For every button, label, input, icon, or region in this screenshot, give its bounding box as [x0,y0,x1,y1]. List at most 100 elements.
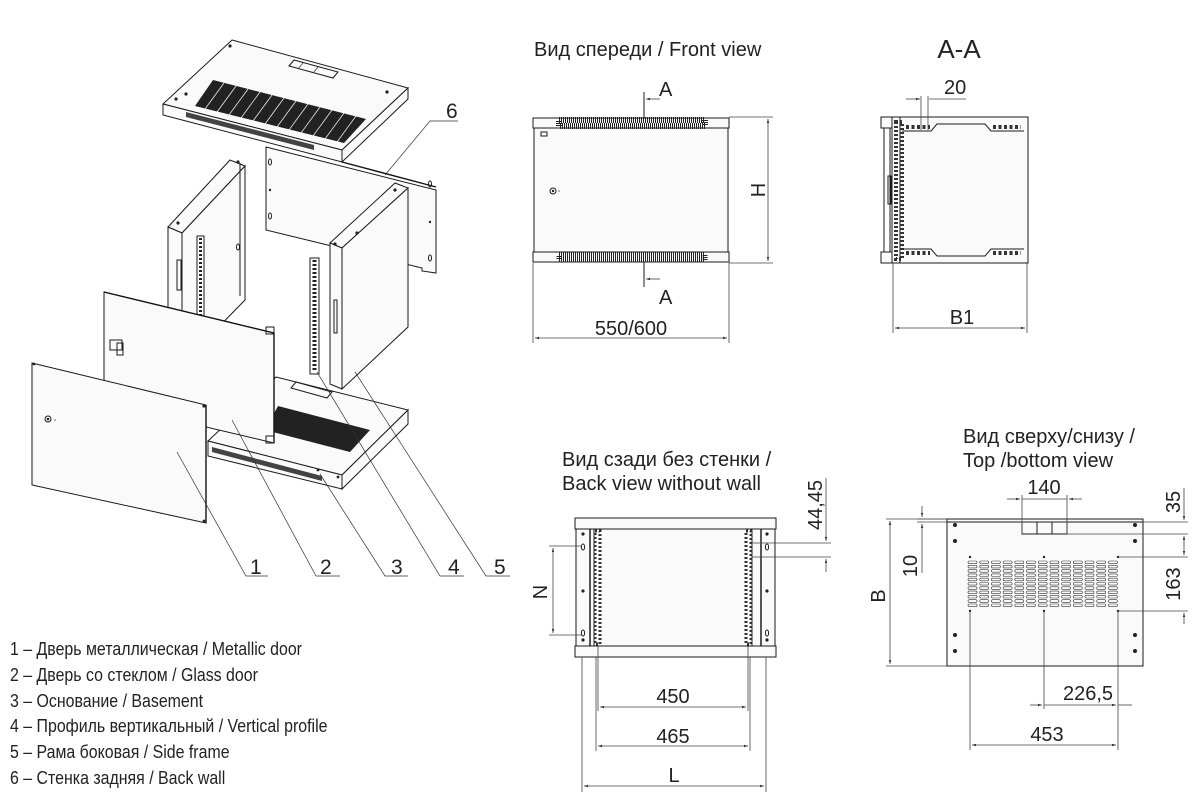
vent-slot [1084,560,1095,564]
left-side-frame [167,159,246,367]
vent-slot [1073,599,1083,603]
vent-slot [1037,577,1048,582]
vent-slot [1002,560,1013,564]
vent-slot [1096,599,1106,603]
vent-slot [1084,569,1095,573]
callout-3: 3 [391,556,403,579]
vent-slot [1073,560,1083,564]
vent-slot [967,582,978,586]
front-bottom-vent [556,252,708,263]
base-front-vent [212,447,322,481]
vent-slot [1096,573,1106,577]
section-depth-dim: B1 [950,307,974,329]
vent-slot [1084,586,1095,590]
vent-slot [979,603,990,607]
vent-slot [1014,573,1025,577]
vent-slot [1026,577,1036,582]
vent-slot [1026,590,1036,594]
section-offset-dim: 20 [944,77,966,99]
vent-slot [1108,599,1118,603]
vent-slot [967,560,978,564]
top-cover [161,39,409,164]
vent-slot [967,564,978,569]
top-bottom-view: Вид сверху/снизу / Top /bottom view 140 [868,426,1188,750]
vent-slot [1096,577,1106,582]
vent-slot [1037,586,1048,590]
vent-slot [979,599,990,603]
vent-slot [1096,582,1106,586]
vent-slot [1014,603,1025,607]
vent-slot [1049,560,1060,564]
exploded-view: 1 2 3 4 5 6 [31,39,510,579]
vent-slot [1061,595,1071,599]
base-cable-cutout [290,381,333,399]
top-vent-depth-dim: 163 [1163,567,1185,600]
vent-slot [967,577,978,582]
legend-item-6: 6 – Стенка задняя / Back wall [10,766,226,788]
vent-slot [1084,564,1095,569]
vent-slot [1002,569,1013,573]
vent-slot [1084,590,1095,594]
vent-slot [1073,573,1083,577]
vent-slot [991,603,1001,607]
vent-slot [1073,569,1083,573]
vent-slot [979,564,990,569]
vent-slot [1084,595,1095,599]
vent-slot [1002,582,1013,586]
vent-slot [1026,573,1036,577]
vent-slot [1073,586,1083,590]
vent-slot [1061,569,1071,573]
base-vent-grille [265,406,370,452]
back-view-title-line2: Back view without wall [562,473,761,495]
vent-slot [1049,577,1060,582]
vent-slot [1014,595,1025,599]
vent-slot [1073,590,1083,594]
callout-6: 6 [446,100,458,123]
vent-slot [1049,569,1060,573]
vent-slot [1108,586,1118,590]
vent-slot [1026,582,1036,586]
vent-slot [1108,603,1118,607]
vent-slot [1108,569,1118,573]
vent-slot [979,582,990,586]
vent-slot [1037,603,1048,607]
vent-slot [967,573,978,577]
vent-slot [979,595,990,599]
vent-slot [1108,590,1118,594]
vent-slot [1073,603,1083,607]
vent-slot [1026,564,1036,569]
top-depth-dim: B [868,589,890,602]
vent-slot [991,564,1001,569]
back-rail-outer-dim: 465 [656,726,689,748]
front-view-title: Вид спереди / Front view [534,39,762,61]
vent-slot [1049,595,1060,599]
vent-slot [1037,582,1048,586]
back-total-width-dim: L [668,765,679,787]
vent-slot [1049,586,1060,590]
vent-slot [991,590,1001,594]
vent-slot [1061,590,1071,594]
top-front-vent [186,112,314,150]
vent-slot [1096,564,1106,569]
vent-slot [1002,590,1013,594]
leader-lines [176,120,510,577]
back-view-title-line1: Вид сзади без стенки / [562,449,772,471]
back-rail-inner-dim: 450 [656,686,689,708]
vent-slot [1014,569,1025,573]
front-height-dim: H [748,183,770,197]
vent-slot [1084,577,1095,582]
vent-slot [967,590,978,594]
vent-slot [979,573,990,577]
right-side-frame [329,182,409,391]
vent-slot [979,590,990,594]
vent-slot [1084,599,1095,603]
vent-slot [979,577,990,582]
vent-slot [1061,560,1071,564]
vent-slot [1049,599,1060,603]
vent-slot [1108,577,1118,582]
section-mark-top: A [659,79,673,101]
vent-slot [1096,560,1106,564]
legend-item-5: 5 – Рама боковая / Side frame [10,741,230,763]
vent-slot [991,586,1001,590]
vent-slot [1073,595,1083,599]
